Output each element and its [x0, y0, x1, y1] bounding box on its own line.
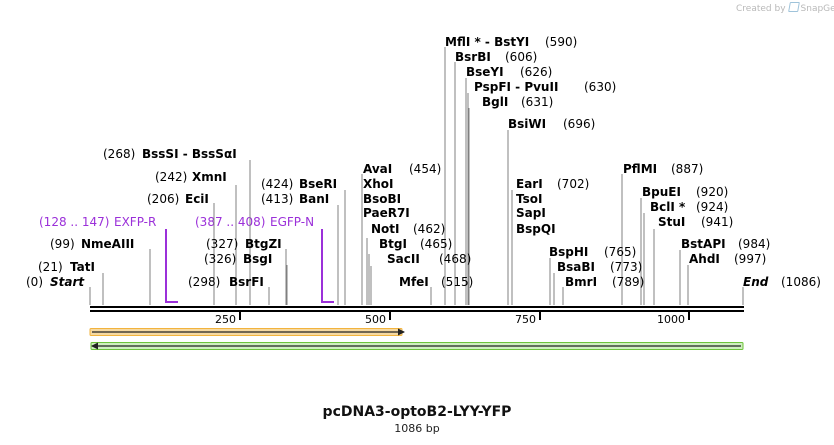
site-position: (454) — [409, 162, 441, 176]
site-position: (696) — [563, 117, 595, 131]
site-position: (268) — [103, 147, 135, 161]
site-position: (0) — [26, 275, 43, 289]
site-bsabi: BsaBI — [557, 260, 595, 274]
site-position: (21) — [38, 260, 63, 274]
site-pflmi: PflMI — [623, 162, 657, 176]
site-position: (468) — [439, 252, 471, 266]
tick-label: 250 — [215, 313, 236, 326]
site-position: (997) — [734, 252, 766, 266]
site-position: (413) — [261, 192, 293, 206]
site-ahdi: AhdI — [689, 252, 720, 266]
primer-range: (387 .. 408) — [195, 215, 265, 229]
site-position: (590) — [545, 35, 577, 49]
forward-feature-arrow — [89, 328, 405, 336]
site-stui: StuI — [658, 215, 685, 229]
site-bmri: BmrI — [565, 275, 597, 289]
primer-range: (128 .. 147) — [39, 215, 109, 229]
site-bsphi: BspHI — [549, 245, 588, 259]
site-position: (298) — [188, 275, 220, 289]
site-position: (326) — [204, 252, 236, 266]
site-position: (206) — [147, 192, 179, 206]
site-bspqi: BspQI — [516, 222, 556, 236]
site-position: (462) — [413, 222, 445, 236]
site-tati: TatI — [70, 260, 95, 274]
site-bsiwi: BsiWI — [508, 117, 546, 131]
site-bgli: BglI — [482, 95, 508, 109]
site-bseri: BseRI — [299, 177, 337, 191]
site-bani: BanI — [299, 192, 329, 206]
site-position: (327) — [206, 237, 238, 251]
primer-exfp-r: (128 .. 147) EXFP-R — [39, 215, 178, 303]
site-noti: NotI — [371, 222, 400, 236]
site-position: (765) — [604, 245, 636, 259]
credit-brand: SnapGene — [800, 4, 834, 14]
site-end: End — [743, 275, 769, 289]
plasmid-name: pcDNA3-optoB2-LYY-YFP — [322, 404, 512, 420]
snapgene-credit: Created by SnapGene — [736, 2, 834, 14]
site-position: (465) — [420, 237, 452, 251]
site-sapi: SapI — [516, 206, 546, 220]
credit-text: Created by — [736, 4, 786, 14]
primer-label: EGFP-N — [270, 215, 314, 229]
site-bsgi: BsgI — [243, 252, 272, 266]
site-mfli: MflI * - BstYI — [445, 35, 529, 49]
site-bstapi: BstAPI — [681, 237, 726, 251]
site-btgi: BtgI — [379, 237, 407, 251]
site-position: (984) — [738, 237, 770, 251]
site-bsobi: BsoBI — [363, 192, 401, 206]
site-position: (1086) — [781, 275, 821, 289]
site-xmni: XmnI — [192, 170, 227, 184]
site-btgzi: BtgZI — [245, 237, 282, 251]
tick-label: 500 — [365, 313, 386, 326]
tick-label: 750 — [515, 313, 536, 326]
reverse-feature-arrow — [90, 342, 744, 350]
site-bseyi: BseYI — [466, 65, 504, 79]
site-position: (630) — [584, 80, 616, 94]
site-pspfi: PspFI - PvuII — [474, 80, 558, 94]
site-position: (242) — [155, 170, 187, 184]
site-position: (702) — [557, 177, 589, 191]
site-eari: EarI — [516, 177, 543, 191]
site-tsoi: TsoI — [516, 192, 542, 206]
site-position: (424) — [261, 177, 293, 191]
site-position: (631) — [521, 95, 553, 109]
primer-label: EXFP-R — [114, 215, 156, 229]
site-bsrfi: BsrFI — [229, 275, 264, 289]
site-nmeaiii: NmeAIII — [81, 237, 134, 251]
site-bcli: BclI * — [650, 200, 686, 214]
site-xhoi: XhoI — [363, 177, 394, 191]
site-position: (99) — [50, 237, 75, 251]
site-bpuei: BpuEI — [642, 185, 681, 199]
scale-ticks: 250 500 750 1000 — [215, 311, 690, 326]
site-avai: AvaI — [363, 162, 392, 176]
restriction-sites: (0) Start (21) TatI (99) NmeAIII (206) E… — [26, 35, 821, 289]
site-bsssi: BssSI - BssSαI — [142, 147, 237, 161]
site-position: (789) — [612, 275, 644, 289]
site-position: (941) — [701, 215, 733, 229]
tick-label: 1000 — [657, 313, 685, 326]
site-position: (626) — [520, 65, 552, 79]
site-paer7i: PaeR7I — [363, 206, 410, 220]
site-bsrbi: BsrBI — [455, 50, 491, 64]
site-mfei: MfeI — [399, 275, 429, 289]
plasmid-size: 1086 bp — [394, 422, 440, 435]
site-position: (924) — [696, 200, 728, 214]
site-leader-lines — [89, 47, 744, 305]
site-position: (606) — [505, 50, 537, 64]
site-position: (515) — [441, 275, 473, 289]
site-sacii: SacII — [387, 252, 420, 266]
plasmid-map: 250 500 750 1000 (128 .. 147) EXFP-R (38… — [26, 35, 821, 350]
site-start: Start — [50, 275, 85, 289]
site-position: (920) — [696, 185, 728, 199]
site-ecii: EciI — [185, 192, 209, 206]
site-position: (887) — [671, 162, 703, 176]
primer-egfp-n: (387 .. 408) EGFP-N — [195, 215, 334, 303]
site-position: (773) — [610, 260, 642, 274]
